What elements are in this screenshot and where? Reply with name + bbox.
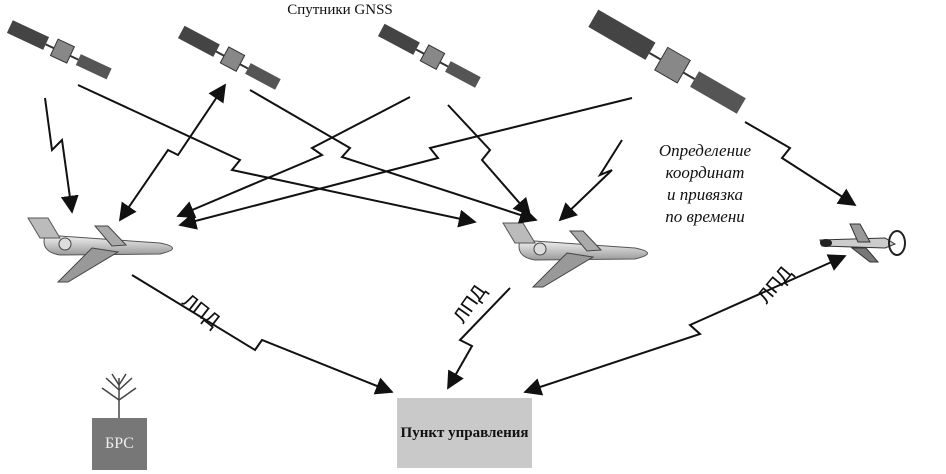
satellite-icon [177, 25, 281, 90]
control-point-label: Пункт управления [400, 424, 529, 441]
data-link-3 [523, 254, 847, 396]
airplane-icon [502, 222, 648, 288]
ground-station-box: БРС [92, 418, 147, 470]
data-link-2 [447, 287, 511, 390]
caption-line: Определение [658, 141, 752, 160]
signal-line [249, 89, 538, 224]
satellite-icon [588, 9, 746, 114]
signal-line [558, 139, 623, 222]
data-link-1 [131, 274, 394, 395]
satellite-icon [6, 20, 112, 80]
signal-line [178, 97, 633, 230]
signal-line [77, 84, 477, 228]
signal-line [744, 121, 857, 206]
satellite-icon [377, 23, 481, 88]
data-links [131, 254, 847, 396]
ground-station-label: БРС [105, 435, 134, 452]
signal-line [176, 96, 411, 218]
control-point-box: Пункт управления [397, 398, 532, 468]
positioning-caption: Определение координат и привязка по врем… [640, 140, 770, 228]
diagram-title: Спутники GNSS [287, 2, 393, 18]
caption-line: по времени [665, 207, 745, 226]
drone-icon [819, 223, 906, 263]
antenna-icon [101, 373, 137, 418]
caption-line: и привязка [667, 185, 743, 204]
airplane-icon [27, 217, 173, 283]
caption-line: координат [665, 163, 745, 182]
gnss-links [44, 83, 857, 230]
signal-line [447, 104, 532, 217]
signal-line [44, 97, 79, 214]
signal-line [118, 83, 227, 222]
